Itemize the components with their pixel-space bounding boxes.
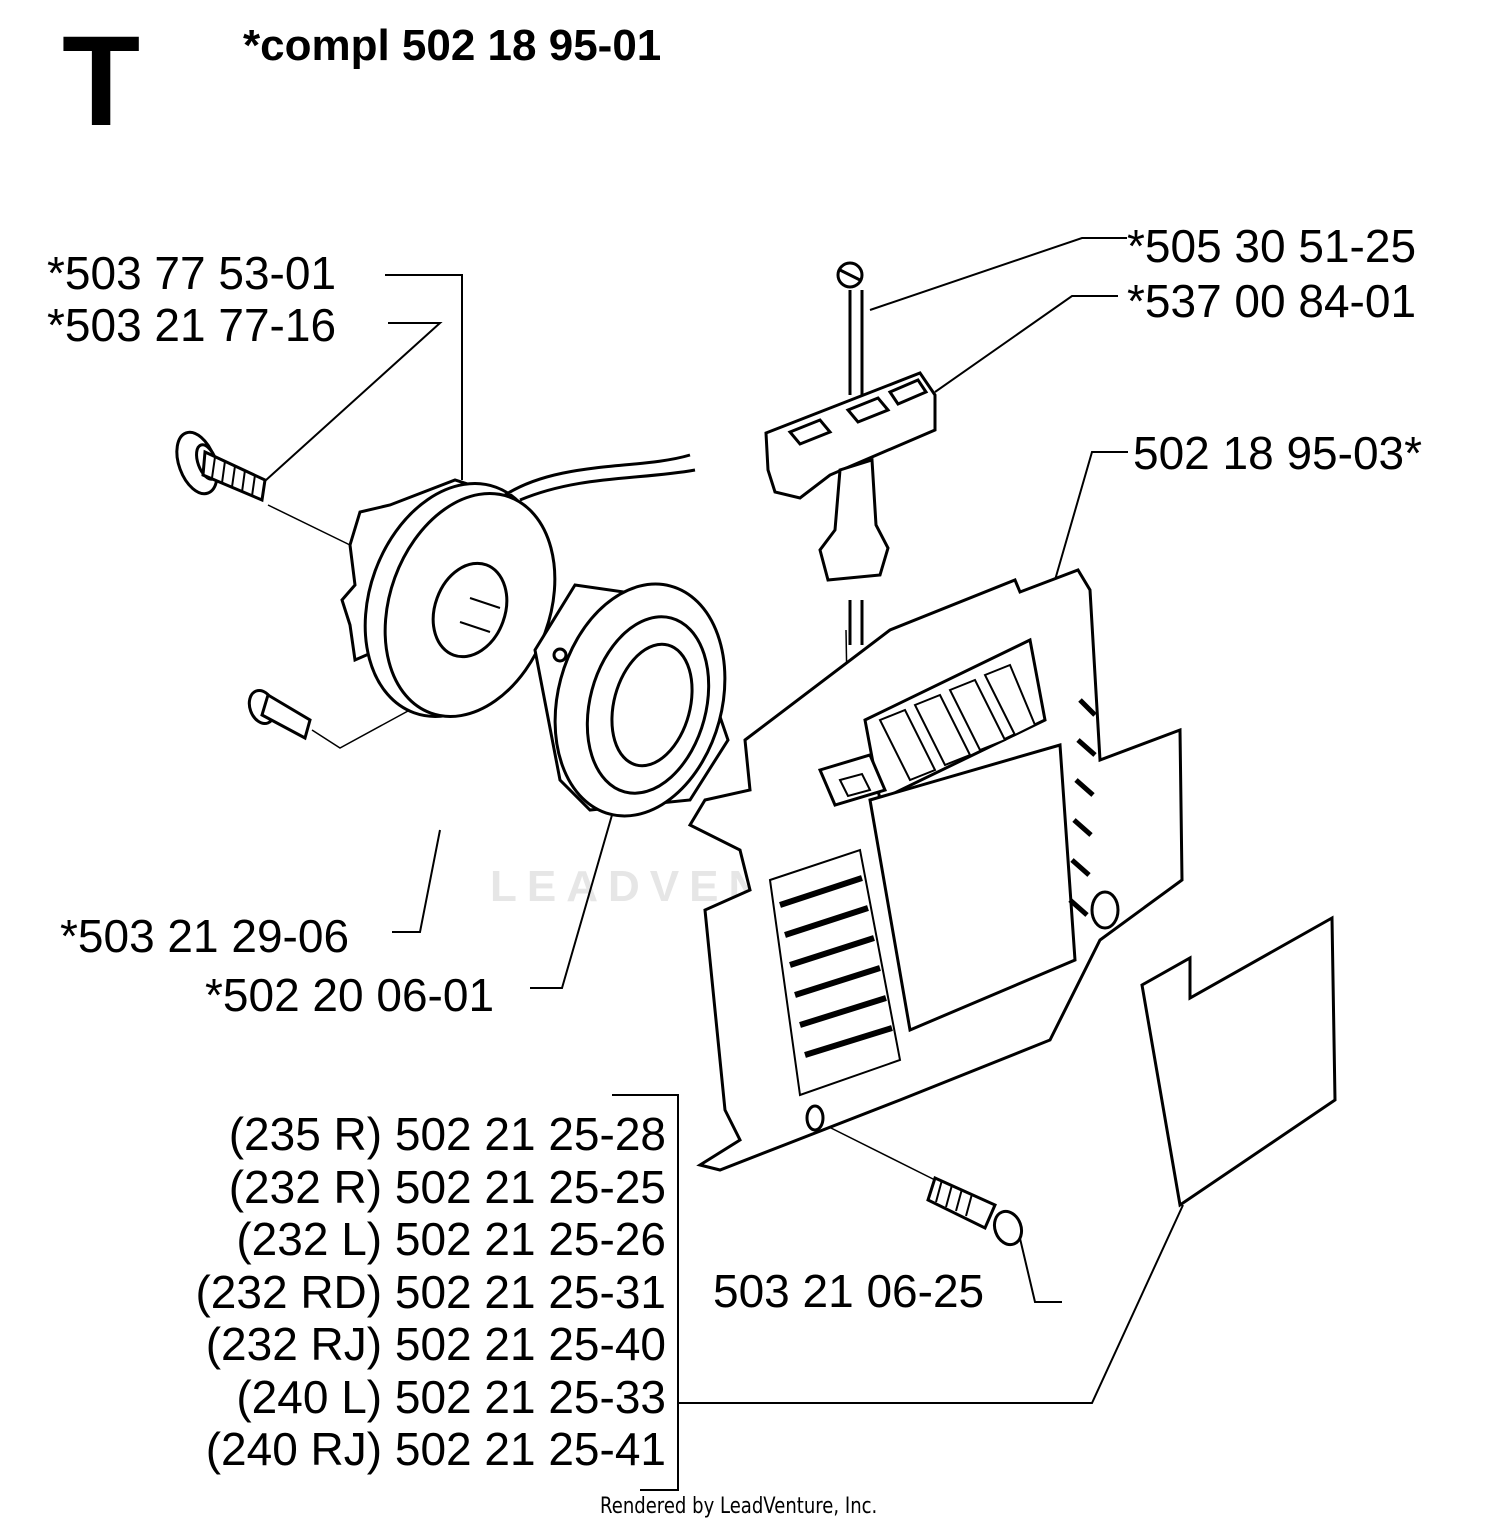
pulley-screw-drawing [247, 689, 312, 741]
center-screw-drawing [175, 430, 267, 503]
variant-row: (232 R) 502 21 25-25 [228, 1160, 666, 1213]
label-housing-screw: 503 21 06-25 [713, 1265, 985, 1317]
leader-handle [934, 295, 1118, 393]
variant-row: (232 RJ) 502 21 25-40 [205, 1318, 666, 1370]
label-cord: *505 30 51-25 [1127, 220, 1417, 272]
label-pulley-screw: *503 21 29-06 [60, 910, 350, 962]
bracket-housing-variants [612, 1094, 679, 1491]
starter-housing-drawing [687, 568, 1184, 1172]
housing-screw-drawing [926, 1175, 1024, 1247]
leader-pulley [385, 274, 463, 480]
variant-row: (240 L) 502 21 25-33 [236, 1370, 666, 1423]
label-pulley: *503 77 53-01 [47, 247, 337, 299]
leader-center-screw [254, 322, 443, 491]
cover-plate-drawing [1140, 915, 1337, 1208]
label-spring-cassette: *502 20 06-01 [205, 969, 495, 1021]
cord-drawing [836, 261, 864, 645]
axis-center-screw [267, 504, 351, 546]
leader-pulley-screw [392, 829, 441, 933]
leader-spring-cassette [530, 814, 613, 989]
label-center-screw: *503 21 77-16 [47, 299, 337, 351]
variant-row: (232 RD) 502 21 25-31 [195, 1265, 666, 1318]
footer-credit: Rendered by LeadVenture, Inc. [600, 1494, 878, 1519]
pulley-drawing [340, 453, 696, 718]
variant-row: (240 RJ) 502 21 25-41 [205, 1423, 666, 1475]
label-starter-housing: 502 18 95-03* [1133, 427, 1423, 479]
housing-variant-list: (235 R) 502 21 25-28 (232 R) 502 21 25-2… [100, 1108, 666, 1476]
spring-cassette-drawing [533, 582, 730, 818]
section-letter: T [62, 10, 141, 153]
leader-starter-housing [1054, 451, 1128, 581]
handle-drawing [764, 371, 937, 582]
complete-kit-number: *compl 502 18 95-01 [243, 21, 662, 70]
leader-housing-screw [1017, 1229, 1062, 1303]
label-handle: *537 00 84-01 [1127, 275, 1417, 327]
variant-row: (232 L) 502 21 25-26 [236, 1213, 666, 1265]
leader-housing-variants [678, 1204, 1184, 1404]
leader-cord [869, 237, 1127, 311]
variant-row: (235 R) 502 21 25-28 [228, 1108, 666, 1160]
